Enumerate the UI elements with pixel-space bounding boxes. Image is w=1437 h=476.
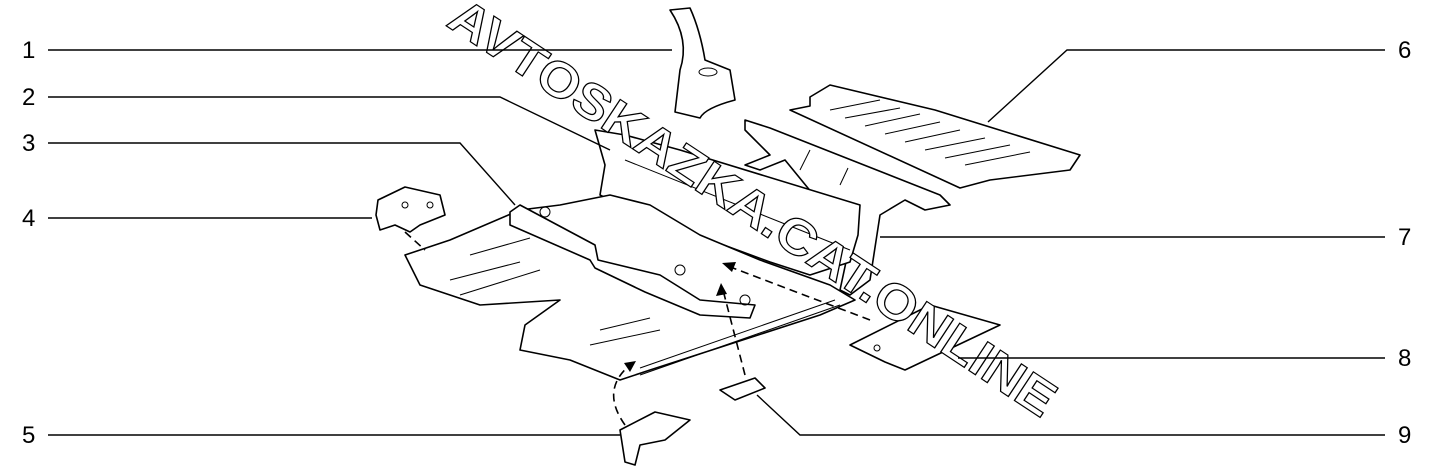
part-9-plug[interactable] [719,377,766,401]
callout-5: 5 [22,422,35,449]
callout-7: 7 [1398,224,1411,251]
callout-2: 2 [22,84,35,111]
part-5-bracket[interactable] [619,411,691,466]
callout-8: 8 [1398,345,1411,372]
assembly-arrows [404,231,871,426]
callout-6: 6 [1398,37,1411,64]
part-main-floor[interactable] [404,194,856,381]
callout-3: 3 [22,130,35,157]
callout-1: 1 [22,37,35,64]
part-8-plate[interactable] [849,304,1001,371]
part-3-tunnel-rail[interactable] [509,204,756,319]
callout-9: 9 [1398,422,1411,449]
part-6-rear-panel[interactable] [789,84,1081,189]
part-4-floor-bracket[interactable] [375,186,446,233]
callout-4: 4 [22,205,35,232]
part-1-arch-bracket[interactable] [669,7,736,119]
leader-lines [48,49,1385,436]
